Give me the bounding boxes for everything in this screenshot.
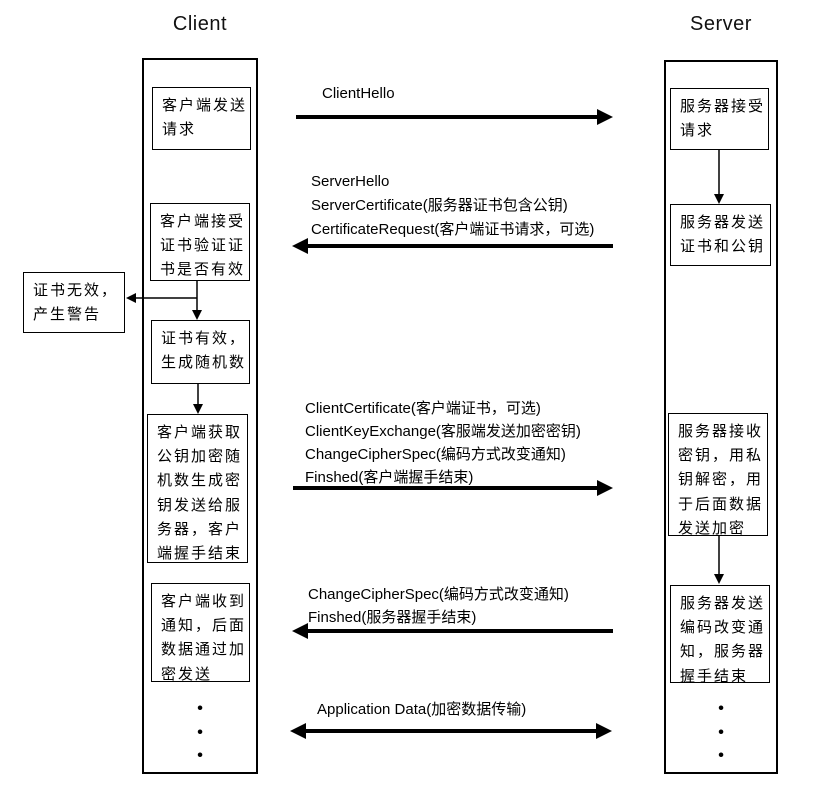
client-step-make-key: 客户端获取 公钥加密随 机数生成密 钥发送给服 务器，客户 端握手结束 [147, 414, 248, 563]
client-step-cert-valid: 证书有效， 生成随机数 [151, 320, 250, 384]
arrow-valid-to-makekey [193, 384, 203, 414]
client-step-verify-cert: 客户端接受 证书验证证 书是否有效 [150, 203, 250, 281]
client-step-send-request: 客户端发送 请求 [152, 87, 251, 150]
arrow-clientkeyexchange-right [293, 480, 613, 496]
message-label-clienthello: ClientHello [322, 85, 395, 102]
server-step-receive-key: 服务器接收 密钥，用私 钥解密，用 于后面数据 发送加密 [668, 413, 768, 537]
client-ellipsis: • • • [197, 700, 203, 764]
message-label-application-data: Application Data(加密数据传输) [317, 701, 527, 718]
server-step-send-cert: 服务器发送 证书和公钥 [670, 204, 771, 266]
arrow-receivekey-to-sendchange [714, 536, 724, 584]
arrow-accept-to-sendcert [714, 150, 724, 204]
warning-box: 证书无效， 产生警告 [23, 272, 125, 333]
server-ellipsis: • • • [718, 700, 724, 764]
message-label-changecipherspec: ChangeCipherSpec(编码方式改变通知) Finshed(服务器握手… [308, 586, 569, 626]
arrow-changecipherspec-left [292, 623, 613, 639]
arrow-application-data-both [290, 723, 612, 739]
server-step-accept-request: 服务器接受 请求 [670, 88, 769, 150]
message-label-serverhello: ServerHello ServerCertificate(服务器证书包含公钥)… [311, 173, 595, 238]
arrow-serverhello-left [292, 238, 613, 254]
message-label-clientkeyexchange: ClientCertificate(客户端证书，可选) ClientKeyExc… [305, 400, 581, 486]
client-step-notice-received: 客户端收到 通知，后面 数据通过加 密发送 [151, 583, 250, 683]
arrow-clienthello-right [296, 109, 613, 125]
server-title: Server [690, 13, 752, 35]
arrow-branch-to-warning [126, 293, 197, 303]
server-step-send-change: 服务器发送 编码改变通 知，服务器 握手结束 [670, 585, 770, 685]
arrow-verify-to-valid [192, 281, 202, 320]
client-title: Client [172, 13, 228, 35]
